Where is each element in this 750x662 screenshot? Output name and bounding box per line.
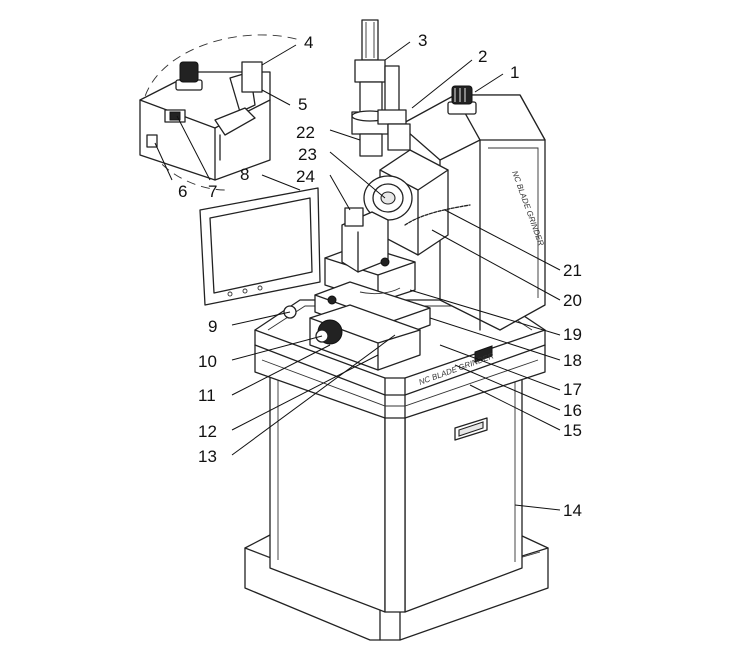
callout-3: 3 <box>418 31 427 50</box>
callout-22: 22 <box>296 123 315 142</box>
column-housing: NC BLADE GRINDER <box>399 85 546 331</box>
callout-5: 5 <box>298 95 307 114</box>
callout-1: 1 <box>510 63 519 82</box>
callout-7: 7 <box>208 182 217 201</box>
callout-8: 8 <box>240 165 249 184</box>
knob-1[interactable] <box>447 85 477 115</box>
callout-18: 18 <box>563 351 582 370</box>
callout-17: 17 <box>563 380 582 399</box>
callout-13: 13 <box>198 447 217 466</box>
callout-21: 21 <box>563 261 582 280</box>
callout-labels: 1 2 3 4 5 6 7 8 9 10 11 12 13 14 15 16 1… <box>178 31 582 520</box>
callout-10: 10 <box>198 352 217 371</box>
cabinet-handle[interactable] <box>454 417 488 441</box>
work-stage <box>283 207 431 371</box>
grinding-head <box>363 149 471 256</box>
callout-23: 23 <box>298 145 317 164</box>
callout-20: 20 <box>563 291 582 310</box>
leader-lines <box>154 41 561 511</box>
callout-4: 4 <box>304 33 313 52</box>
spindle-assembly <box>351 19 411 157</box>
callout-24: 24 <box>296 167 315 186</box>
callout-19: 19 <box>563 325 582 344</box>
monitor <box>199 187 321 306</box>
callout-14: 14 <box>563 501 582 520</box>
callout-15: 15 <box>563 421 582 440</box>
callout-11: 11 <box>198 386 216 405</box>
callout-9: 9 <box>208 317 217 336</box>
callout-2: 2 <box>478 47 487 66</box>
callout-16: 16 <box>563 401 582 420</box>
callout-6: 6 <box>178 182 187 201</box>
callout-12: 12 <box>198 422 217 441</box>
inset-detail <box>139 34 301 191</box>
